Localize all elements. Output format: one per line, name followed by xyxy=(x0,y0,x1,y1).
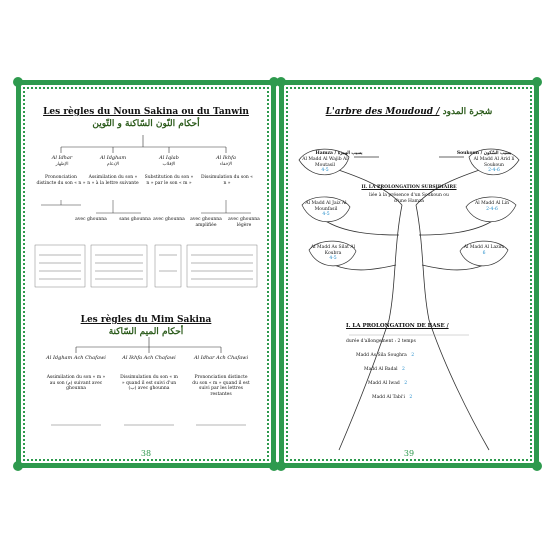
mim-rule-label: Al Idgham Ach Chafawi xyxy=(46,355,106,361)
base-item-count: 2 xyxy=(404,381,408,386)
noun-sakina-arabic-title: أحكام النّون السّاكنة و التّوين xyxy=(92,119,200,129)
leaf-name: Al Madd Al Lin xyxy=(474,201,510,206)
rule-description: Prononciation distincte du son « n » xyxy=(36,175,86,186)
rule-arabic: الإدغام xyxy=(106,162,120,167)
leaf-right-2: Al Madd Al Lin 2-4-6 xyxy=(468,201,516,212)
mim-rule-description: Prononciation distincte du son « m » qua… xyxy=(192,375,250,397)
base-item-name: Madd Al Tabi'i xyxy=(372,395,405,400)
ghounna-label: avec ghounna xyxy=(153,217,185,222)
rule-label: Al Ikhfa xyxy=(216,155,236,161)
leaf-left-2: Al Madd Al Jaiz Al Mounfasil 4-5 xyxy=(302,201,350,218)
rule-label: Al Iqlab xyxy=(159,155,179,161)
leaf-left-3: Al Madd As Silat Al Koubra 4-5 xyxy=(309,245,357,262)
rule-arabic: الإقلاب xyxy=(162,162,176,167)
subsidiary-description: liée à la présence d'un Soukoun ou d'une… xyxy=(369,193,449,204)
leaf-name: Al Madd As Silat Al Koubra xyxy=(310,245,356,256)
leaf-name: Al Madd Al Lazim xyxy=(463,245,505,250)
noun-sakina-diagram-lines xyxy=(34,135,258,426)
tree-arabic-title: شجرة المدود xyxy=(442,107,493,117)
base-list-item: Madd Al Iwad 2 xyxy=(368,381,407,386)
left-page: Les règles du Noun Sakina ou du Tanwin أ… xyxy=(13,77,279,471)
base-description: durée d'allongement : 2 temps xyxy=(346,339,416,344)
corner-ornament xyxy=(269,77,279,87)
mim-sakina-title: Les règles du Mim Sakina xyxy=(80,315,212,325)
base-list-item: Madd Al Tabi'i 2 xyxy=(372,395,412,400)
corner-ornament xyxy=(532,77,542,87)
base-item-name: Madd As Sila Soughra xyxy=(356,353,407,358)
rule-arabic: الإظهار xyxy=(55,162,69,167)
page-number: 38 xyxy=(140,449,152,458)
mim-rule-description: Assimilation du son « m » au son (م) sui… xyxy=(46,375,106,392)
soukoun-label: Soukoun / بسبب السّكون xyxy=(456,151,512,156)
leaf-right-3: Al Madd Al Lazim 6 xyxy=(460,245,508,256)
mim-rule-label: Al Ikhfa Ach Chafawi xyxy=(122,355,176,361)
tree-illustration xyxy=(298,148,520,451)
ghounna-label: avec ghounna xyxy=(75,217,107,222)
leaf-count: 2-4-6 xyxy=(488,168,500,174)
leaf-count: 6 xyxy=(482,250,486,256)
tree-title-row: L'arbre des Moudoud / شجرة المدود xyxy=(284,107,534,117)
base-item-name: Madd Al Iwad xyxy=(368,381,400,386)
base-title: I. LA PROLONGATION DE BASE / xyxy=(346,323,449,329)
corner-ornament xyxy=(13,77,23,87)
leaf-count: 4-5 xyxy=(321,168,329,174)
rule-description: Dissimulation du son « n » xyxy=(201,175,253,186)
leaf-right-1: Al Madd Al Arid li Soukoun 2-4-6 xyxy=(470,157,518,174)
corner-ornament xyxy=(532,461,542,471)
base-item-count: 2 xyxy=(402,367,405,372)
mim-rule-label: Al Idhar Ach Chafawi xyxy=(193,355,249,361)
corner-ornament xyxy=(276,461,286,471)
base-item-count: 2 xyxy=(411,353,415,358)
leaf-count: 4-5 xyxy=(322,212,330,218)
rule-description: Substitution du son « n » par le son « m… xyxy=(144,175,194,186)
corner-ornament xyxy=(276,77,286,87)
leaf-count: 4-5 xyxy=(329,256,337,262)
rule-arabic: الإخفاء xyxy=(219,162,233,167)
leaf-name: Al Madd Al Jaiz Al Mounfasil xyxy=(305,201,347,212)
leaf-left-1: Al Madd Al Wajib Al Moutasil 4-5 xyxy=(300,157,350,174)
corner-ornament xyxy=(269,461,279,471)
ghounna-label: avec ghounna légère xyxy=(228,217,260,228)
rule-label: Al Idhar xyxy=(51,155,73,161)
noun-sakina-title: Les règles du Noun Sakina ou du Tanwin xyxy=(43,107,249,117)
hamza-label: Hamza / بسبب الهمزة xyxy=(315,151,363,156)
base-list-item: Madd As Sila Soughra 2 xyxy=(356,353,414,358)
leaf-count: 2-4-6 xyxy=(486,206,498,212)
leaf-name: Al Madd Al Wajib Al Moutasil xyxy=(302,157,348,168)
subsidiary-title: II. LA PROLONGATION SUBSIDIAIRE xyxy=(361,185,457,190)
rule-description: Assimilation du son « n » à la lettre su… xyxy=(87,175,139,186)
mim-sakina-arabic-title: أحكام الميم السّاكنة xyxy=(108,327,184,337)
page-number: 39 xyxy=(403,449,415,458)
base-list-item: Madd Al Badal 2 xyxy=(364,367,405,372)
base-item-name: Madd Al Badal xyxy=(364,367,398,372)
leaf-name: Al Madd Al Arid li Soukoun xyxy=(473,157,515,168)
tree-title: L'arbre des Moudoud / xyxy=(325,107,440,117)
corner-ornament xyxy=(13,461,23,471)
mim-rule-description: Dissimulation du son « m » quand il est … xyxy=(120,375,178,392)
base-item-count: 2 xyxy=(409,395,413,400)
ghounna-label: avec ghounna amplifiée xyxy=(190,217,222,228)
rule-label: Al Idgham xyxy=(99,155,127,161)
right-page: L'arbre des Moudoud / شجرة المدود xyxy=(276,77,542,471)
ghounna-label: sans ghounna xyxy=(119,217,151,222)
